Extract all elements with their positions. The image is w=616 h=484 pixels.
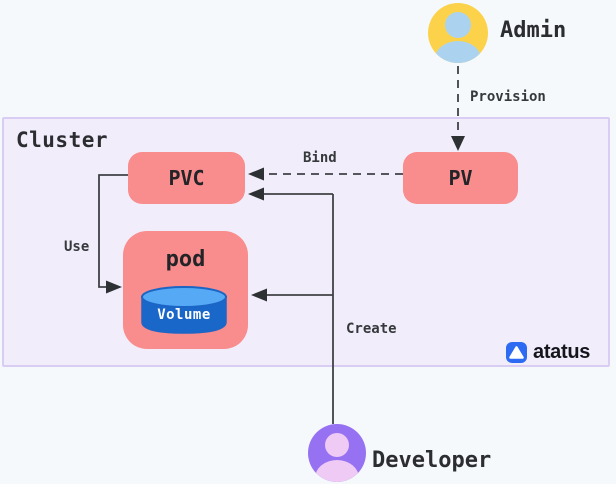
node-pv: PV (403, 152, 518, 204)
node-pvc: PVC (128, 152, 245, 204)
edge-label-provision: Provision (470, 89, 546, 105)
atatus-brand: atatus (506, 340, 590, 364)
admin-avatar-icon (428, 3, 488, 63)
node-pod-label: pod (165, 247, 206, 272)
node-pod: pod Volume (123, 231, 248, 349)
atatus-logo-icon (506, 341, 527, 363)
admin-avatar-head (445, 12, 471, 38)
edge-label-use: Use (64, 239, 90, 255)
developer-label: Developer (372, 448, 492, 473)
cylinder-icon (141, 286, 227, 334)
volume-cylinder: Volume (140, 285, 228, 337)
edge-label-bind: Bind (303, 150, 337, 166)
developer-avatar-icon (308, 424, 366, 482)
volume-label: Volume (157, 307, 211, 323)
admin-label: Admin (500, 18, 567, 43)
node-pvc-label: PVC (168, 166, 205, 190)
developer-avatar-head (325, 433, 349, 457)
admin-avatar-torso (435, 41, 481, 63)
node-pv-label: PV (448, 166, 473, 190)
cluster-label: Cluster (16, 128, 109, 152)
developer-avatar-torso (315, 460, 359, 482)
edge-label-create: Create (346, 321, 397, 337)
atatus-logo-text: atatus (533, 340, 591, 363)
